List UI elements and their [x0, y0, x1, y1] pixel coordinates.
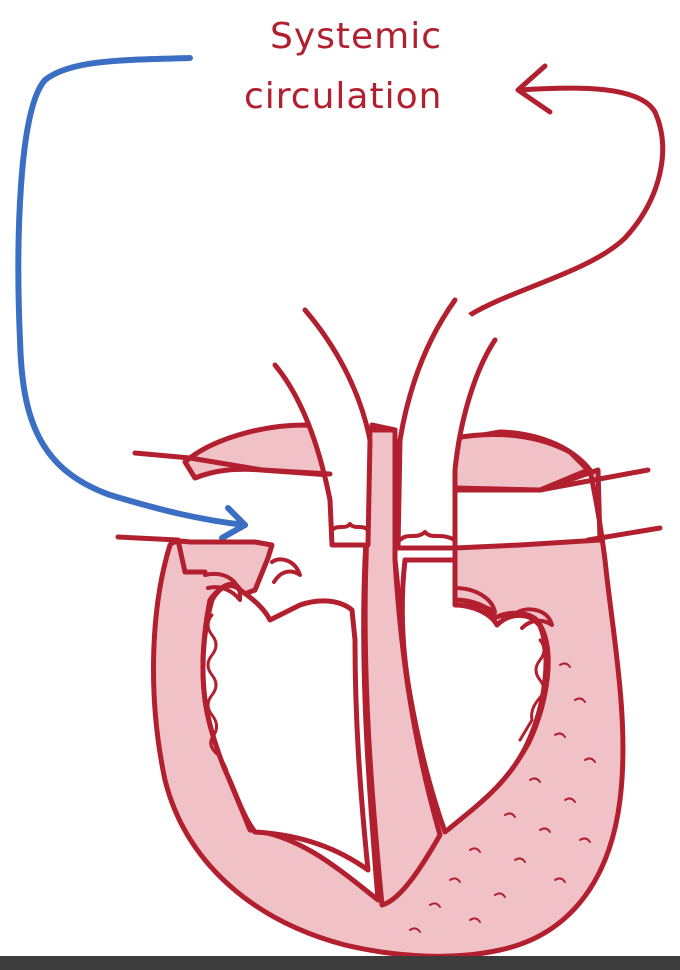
systemic-label-line1: Systemic — [270, 16, 442, 57]
systemic-label-line2: circulation — [244, 76, 442, 117]
bottom-bar — [0, 956, 680, 970]
tricuspid-valve-right — [272, 559, 300, 582]
aorta — [398, 300, 495, 548]
